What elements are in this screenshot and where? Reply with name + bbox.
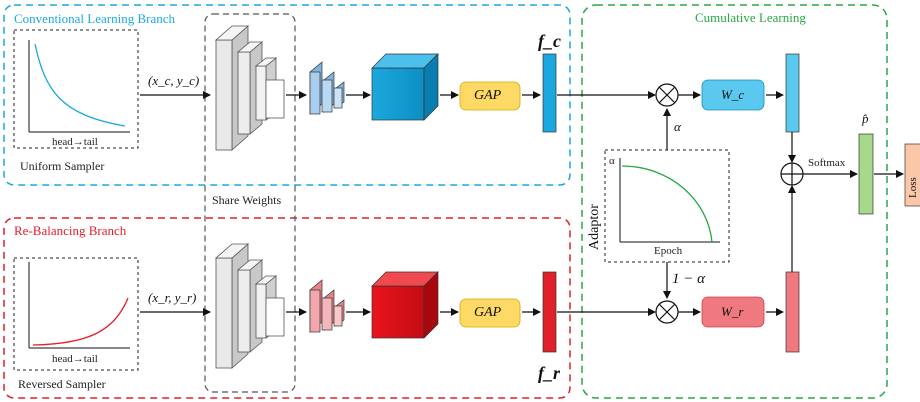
shared-backbone-top	[214, 25, 285, 151]
sum-node	[780, 162, 804, 186]
adaptor-curve	[621, 165, 713, 243]
cumulative-learning-frame	[581, 4, 888, 399]
shared-backbone-bottom	[214, 243, 285, 369]
classifier-wr-label: W_r	[721, 304, 744, 319]
rebalancing-branch-blocks	[309, 279, 345, 333]
share-weights-label: Share Weights	[210, 193, 284, 207]
conventional-branch-title: Conventional Learning Branch	[14, 11, 176, 26]
reversed-sampler-curve	[32, 297, 129, 346]
logit-vector-bottom	[785, 271, 800, 353]
reversed-sampler-label: Reversed Sampler	[18, 377, 106, 391]
prediction-vector	[858, 133, 874, 215]
uniform-sampler-plot-frame	[13, 29, 139, 149]
gap-box-bottom	[459, 298, 521, 328]
cumulative-learning-title: Cumulative Learning	[695, 10, 806, 25]
plot-xlabel-bottom: head→tail	[52, 353, 98, 365]
alpha-label: α	[674, 119, 681, 134]
feature-label-fc: f_c	[538, 31, 561, 51]
feature-vector-fr	[542, 271, 557, 353]
input-pair-rebalancing: (x_r, y_r)	[148, 290, 197, 305]
rebalancing-feature-cube	[371, 271, 439, 339]
gap-label-top: GAP	[474, 88, 502, 103]
loss-box	[904, 143, 920, 207]
multiply-node-bottom	[655, 300, 679, 324]
gap-box-top	[459, 81, 521, 111]
feature-vector-fc	[542, 53, 557, 133]
prediction-label: p̂	[862, 111, 869, 126]
adaptor-label: Adaptor	[587, 204, 602, 250]
multiply-node-top	[655, 83, 679, 107]
softmax-label: Softmax	[808, 157, 846, 169]
uniform-sampler-curve	[34, 43, 126, 127]
feature-label-fr: f_r	[538, 363, 560, 383]
classifier-wc	[701, 79, 765, 111]
loss-label: Loss	[907, 177, 919, 198]
rebalancing-branch-frame	[3, 217, 571, 399]
reversed-sampler-plot-frame	[13, 257, 139, 371]
uniform-sampler-label: Uniform Sampler	[20, 159, 105, 173]
adaptor-y-axis-label: α	[609, 155, 615, 167]
plot-xlabel-top: head→tail	[52, 136, 98, 148]
classifier-wc-label: W_c	[721, 87, 745, 102]
one-minus-alpha-label: 1 − α	[672, 271, 705, 287]
conventional-branch-blocks	[309, 61, 345, 115]
gap-label-bottom: GAP	[474, 305, 502, 320]
classifier-wr	[701, 296, 765, 328]
input-pair-conventional: (x_c, y_c)	[148, 73, 200, 88]
logit-vector-top	[785, 53, 800, 133]
conventional-feature-cube	[371, 53, 439, 121]
rebalancing-branch-title: Re-Balancing Branch	[14, 223, 127, 238]
adaptor-x-axis-label: Epoch	[654, 245, 683, 257]
